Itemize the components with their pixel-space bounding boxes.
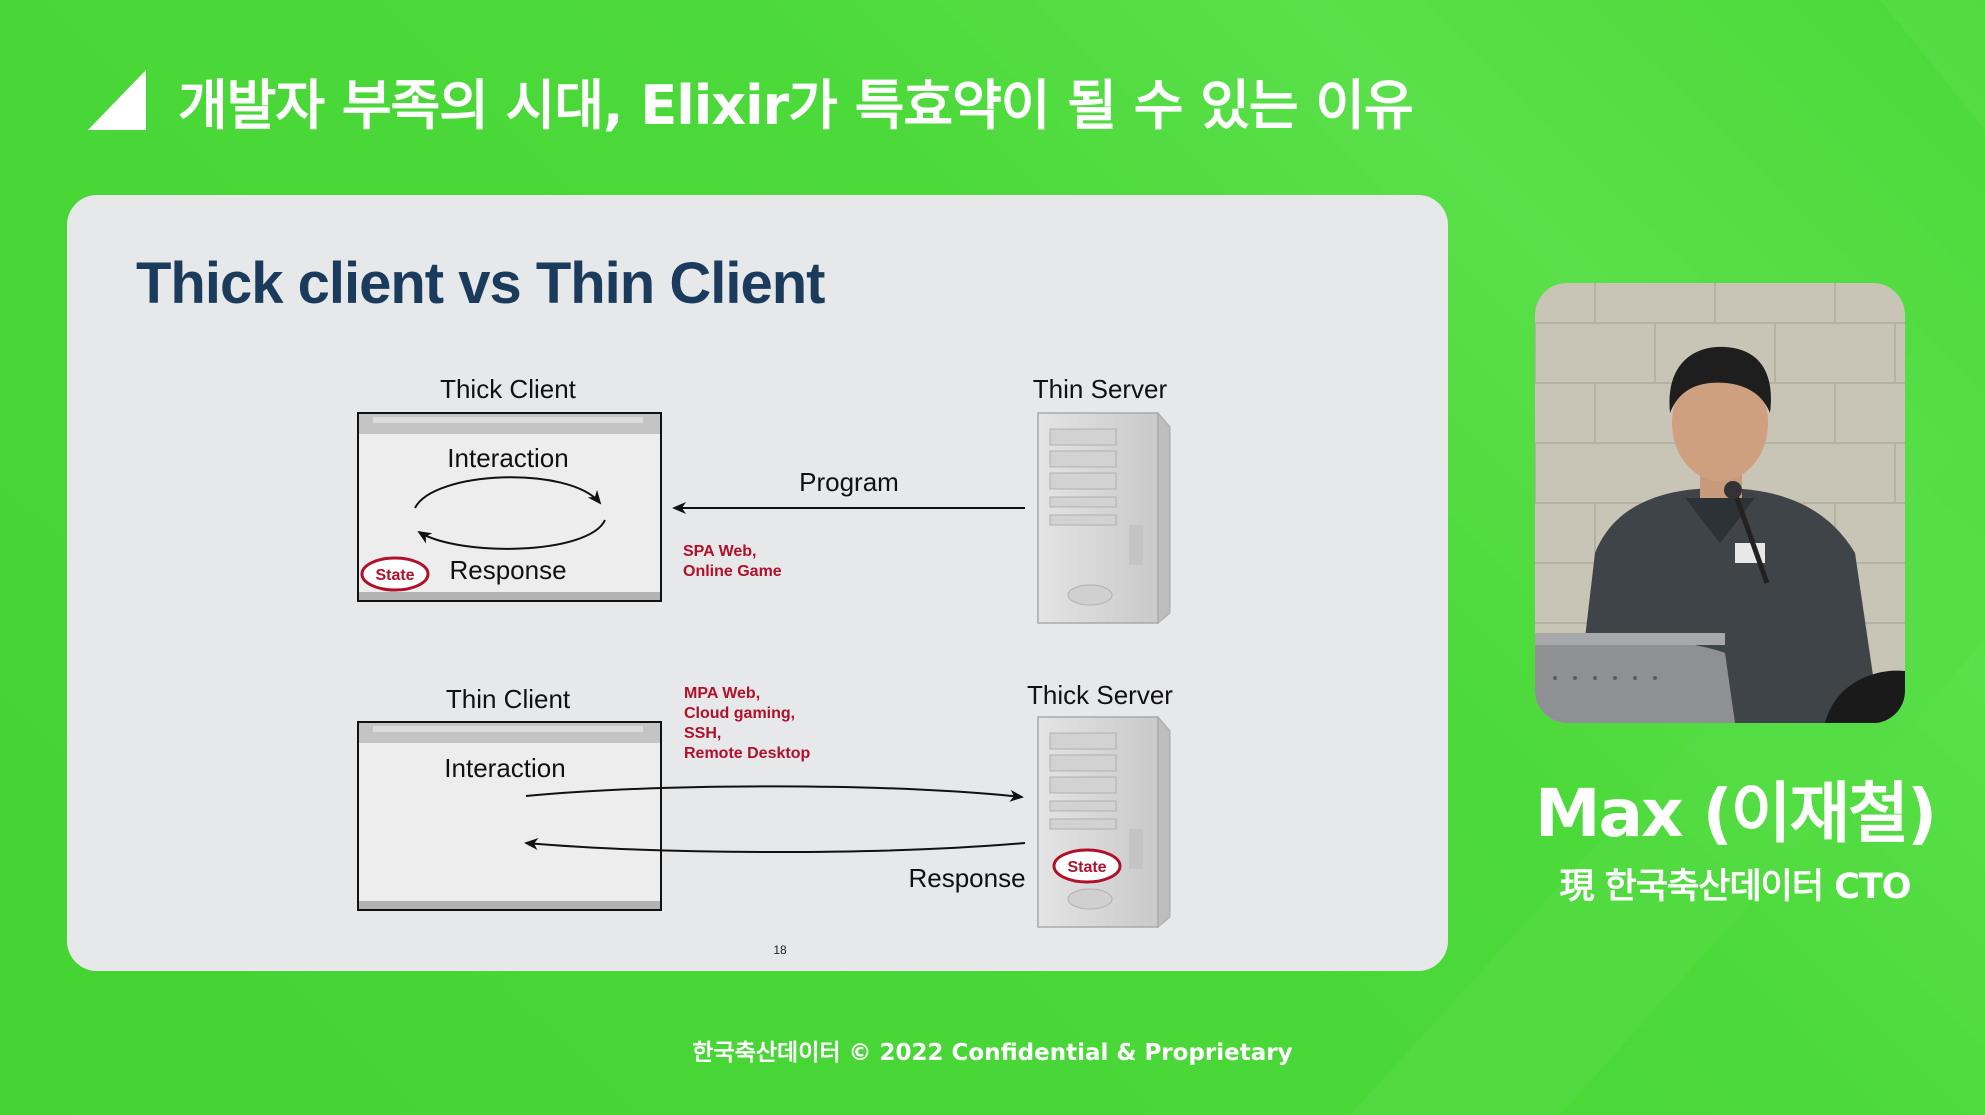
thin-client-window (357, 721, 662, 911)
speaker-photo-image (1535, 283, 1905, 723)
footer-copyright: 한국축산데이터 © 2022 Confidential & Proprietar… (692, 1040, 1293, 1066)
bottom-examples-line-4: Remote Desktop (684, 745, 810, 762)
speaker-role: 現 한국축산데이터 CTO (1559, 867, 1911, 907)
state-badge-bottom (1052, 848, 1122, 884)
thin-client-interaction-label: Interaction (444, 753, 565, 783)
client-server-diagram: Thick Client Interaction Response State … (357, 374, 1173, 929)
thick-server-response-label: Response (908, 863, 1025, 893)
speaker-name: Max (이재철) (1534, 775, 1937, 852)
slide-page-number: 18 (773, 943, 787, 957)
top-examples-line-2: Online Game (683, 563, 782, 580)
interaction-cycle-arrow (414, 476, 602, 509)
top-examples-line-1: SPA Web, (683, 543, 757, 560)
state-label-top: State (375, 567, 414, 584)
slide-title: Thick client vs Thin Client (136, 251, 825, 316)
thin-server-label: Thin Server (1033, 374, 1168, 404)
bottom-examples-line-3: SSH, (684, 725, 721, 742)
thick-client-response-label: Response (449, 555, 566, 585)
response-cycle-arrow (417, 519, 606, 550)
response-to-client-arrow (524, 838, 1026, 853)
thin-server-tower-icon (1036, 411, 1172, 625)
program-label: Program (799, 467, 899, 497)
thin-client-label: Thin Client (446, 684, 571, 714)
state-badge-top (360, 556, 430, 592)
speaker-video (1535, 283, 1905, 723)
thick-client-interaction-label: Interaction (447, 443, 568, 473)
bottom-examples-line-1: MPA Web, (684, 685, 760, 702)
bottom-examples-line-2: Cloud gaming, (684, 705, 795, 722)
interaction-to-server-arrow (525, 785, 1024, 802)
presentation-slide: Thick client vs Thin Client Thick Client… (67, 195, 1448, 971)
triangle-logo-icon (88, 70, 146, 130)
page-title: 개발자 부족의 시대, Elixir가 특효약이 될 수 있는 이유 (178, 73, 1414, 137)
header: 개발자 부족의 시대, Elixir가 특효약이 될 수 있는 이유 (88, 60, 1414, 140)
thick-client-label: Thick Client (440, 374, 577, 404)
thick-server-tower-icon (1036, 715, 1172, 929)
thick-server-label: Thick Server (1027, 680, 1173, 710)
state-label-bottom: State (1067, 859, 1106, 876)
